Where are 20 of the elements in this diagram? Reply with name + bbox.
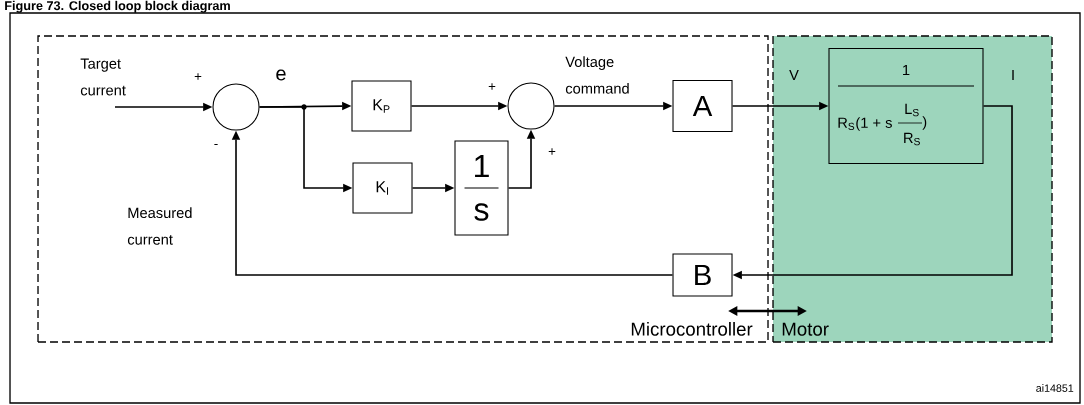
signal-label: e — [276, 69, 286, 81]
signal-label: ai14851 — [1036, 384, 1074, 392]
integrator-block: 1 s — [454, 140, 509, 236]
signal-label: + — [488, 83, 496, 90]
signal-label: - — [214, 144, 218, 145]
gain-block: B — [672, 253, 733, 297]
signal-label: Measured current — [127, 207, 192, 245]
signal-label: Target current — [80, 58, 126, 96]
gain-block: K$_{I}$ — [352, 162, 413, 214]
transfer-function-block: 1 R$_{S}$(1 + s L$_{S}$ R$_{S}$ ) — [828, 47, 984, 165]
signal-label: I — [1012, 69, 1014, 81]
figure-title: Figure 73. Closed loop block diagram — [5, 0, 230, 13]
signal-label: Voltage command — [565, 56, 629, 94]
gain-block: A — [672, 79, 733, 133]
summing-junction — [507, 82, 555, 130]
summing-junction — [212, 83, 260, 131]
signal-label: + — [548, 148, 556, 155]
signal-label: + — [194, 73, 202, 80]
gain-block: K$_{P}$ — [351, 80, 412, 132]
signal-label: V — [789, 69, 799, 81]
